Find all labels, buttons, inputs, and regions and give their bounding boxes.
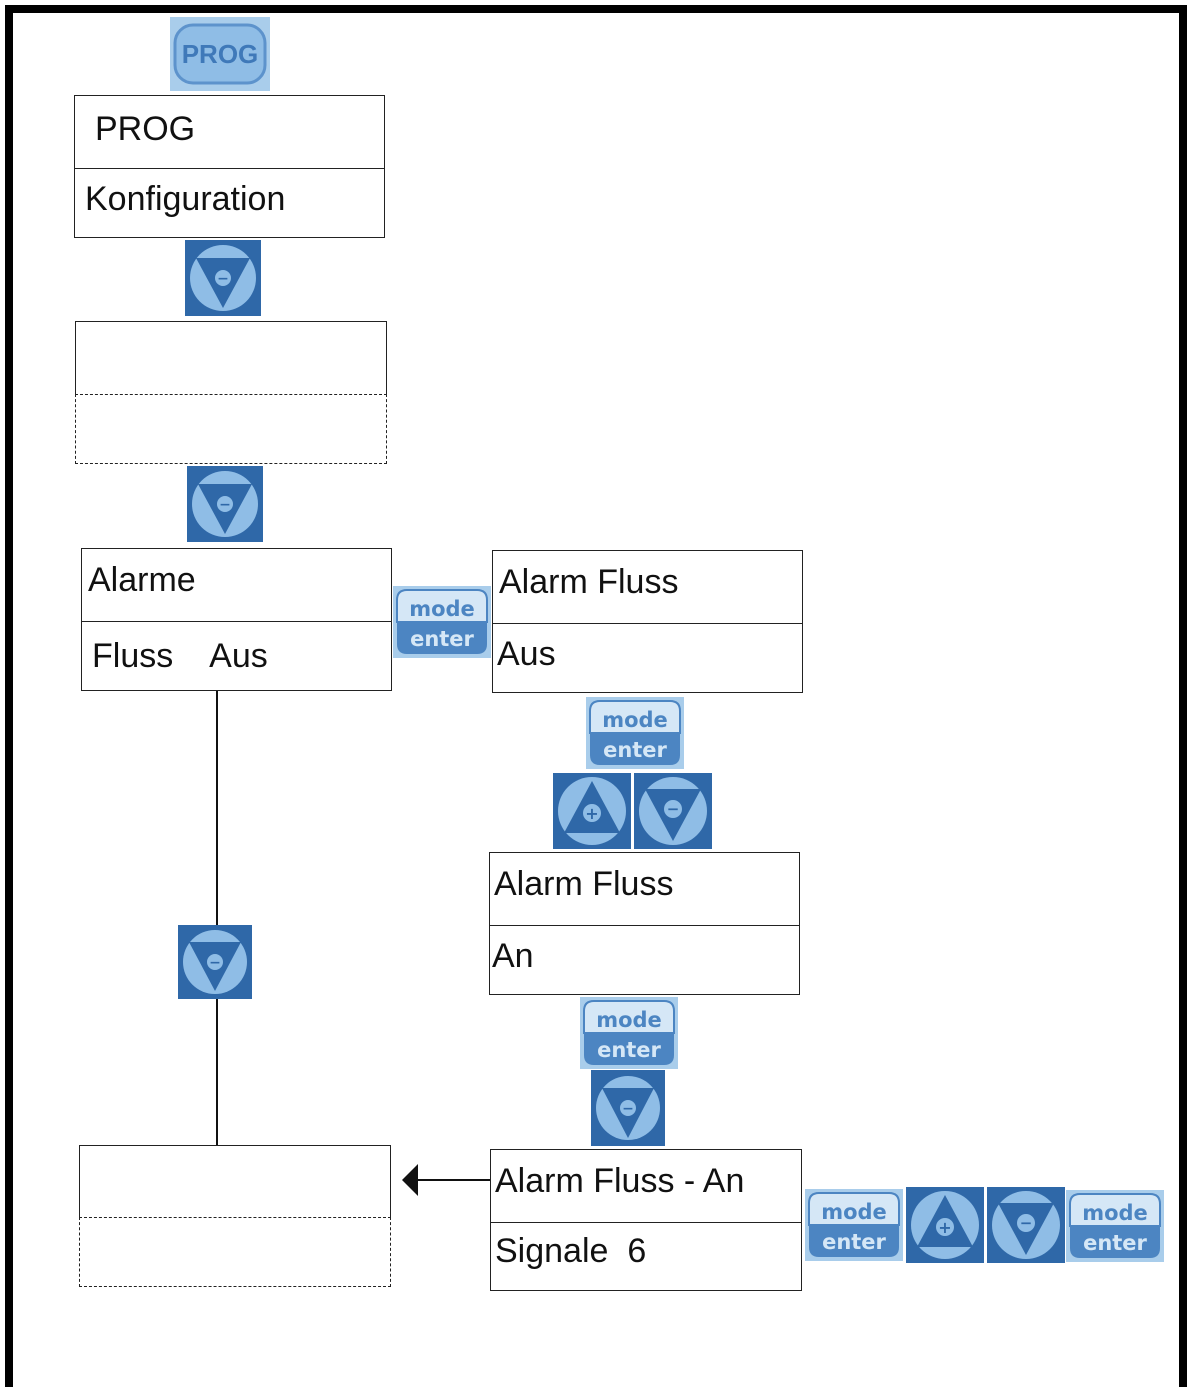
mode-enter-button[interactable]: mode enter — [580, 997, 678, 1069]
menu-box-value: An — [492, 937, 534, 975]
mode-enter-button[interactable]: mode enter — [1066, 1190, 1164, 1262]
svg-text:mode: mode — [602, 708, 668, 732]
svg-text:−: − — [667, 800, 680, 818]
menu-box-divider — [75, 168, 384, 169]
minus-triangle-icon: − — [178, 925, 252, 999]
plus-triangle-icon: + — [553, 773, 631, 849]
menu-box-prog: PROG Konfiguration — [74, 95, 385, 238]
svg-text:enter: enter — [822, 1230, 886, 1254]
menu-box-divider — [82, 621, 391, 622]
up-button[interactable]: + — [553, 773, 631, 849]
down-button[interactable]: − — [185, 240, 261, 316]
minus-triangle-icon: − — [185, 240, 261, 316]
minus-triangle-icon: − — [634, 773, 712, 849]
svg-text:enter: enter — [410, 627, 474, 651]
mode-enter-button[interactable]: mode enter — [805, 1189, 903, 1261]
placeholder-box-upper — [75, 321, 387, 395]
menu-box-title: Alarme — [88, 561, 196, 599]
svg-text:+: + — [938, 1218, 951, 1237]
prog-button-label: PROG — [182, 39, 259, 69]
mode-enter-button[interactable]: mode enter — [586, 697, 684, 769]
menu-box-value: Konfiguration — [85, 180, 286, 218]
svg-text:mode: mode — [596, 1008, 662, 1032]
menu-box-title: Alarm Fluss — [499, 563, 679, 601]
down-button[interactable]: − — [178, 925, 252, 999]
connector-line — [216, 691, 218, 926]
svg-text:−: − — [622, 1101, 634, 1117]
menu-box-alarme: Alarme Fluss Aus — [81, 548, 392, 691]
arrow-head-icon — [402, 1164, 418, 1196]
placeholder-box-lower — [79, 1145, 391, 1218]
svg-text:mode: mode — [821, 1200, 887, 1224]
outer-frame — [5, 5, 1187, 1387]
svg-text:enter: enter — [1083, 1231, 1147, 1255]
up-button[interactable]: + — [906, 1187, 984, 1263]
svg-text:−: − — [219, 497, 231, 513]
minus-triangle-icon: − — [187, 466, 263, 542]
down-button[interactable]: − — [187, 466, 263, 542]
down-button[interactable]: − — [591, 1070, 665, 1146]
menu-box-alarm-fluss-an-signale: Alarm Fluss - An Signale 6 — [490, 1149, 802, 1291]
svg-text:+: + — [585, 804, 598, 823]
svg-text:enter: enter — [603, 738, 667, 762]
svg-text:−: − — [217, 271, 229, 287]
minus-triangle-icon: − — [591, 1070, 665, 1146]
menu-box-divider — [493, 623, 802, 624]
placeholder-box-upper-dashed — [75, 394, 387, 464]
menu-box-value: Aus — [497, 635, 556, 673]
minus-triangle-icon: − — [987, 1187, 1065, 1263]
menu-box-value: Fluss Aus — [92, 637, 268, 675]
placeholder-box-lower-dashed — [79, 1217, 391, 1287]
return-arrow-line — [416, 1179, 490, 1181]
svg-text:−: − — [1020, 1214, 1033, 1232]
menu-box-value: Signale 6 — [495, 1232, 647, 1270]
menu-box-alarm-fluss-aus: Alarm Fluss Aus — [492, 550, 803, 693]
mode-enter-button[interactable]: mode enter — [393, 586, 491, 658]
svg-text:−: − — [209, 955, 221, 971]
svg-text:mode: mode — [1082, 1201, 1148, 1225]
down-button[interactable]: − — [987, 1187, 1065, 1263]
menu-box-title: PROG — [95, 110, 196, 148]
menu-box-divider — [491, 1222, 801, 1223]
prog-button[interactable]: PROG — [170, 17, 270, 91]
menu-box-title: Alarm Fluss — [494, 865, 674, 903]
menu-box-alarm-fluss-an: Alarm Fluss An — [489, 852, 800, 995]
menu-box-title: Alarm Fluss - An — [495, 1162, 745, 1200]
plus-triangle-icon: + — [906, 1187, 984, 1263]
svg-text:enter: enter — [597, 1038, 661, 1062]
menu-box-divider — [490, 925, 799, 926]
connector-line — [216, 999, 218, 1145]
down-button[interactable]: − — [634, 773, 712, 849]
svg-text:mode: mode — [409, 597, 475, 621]
